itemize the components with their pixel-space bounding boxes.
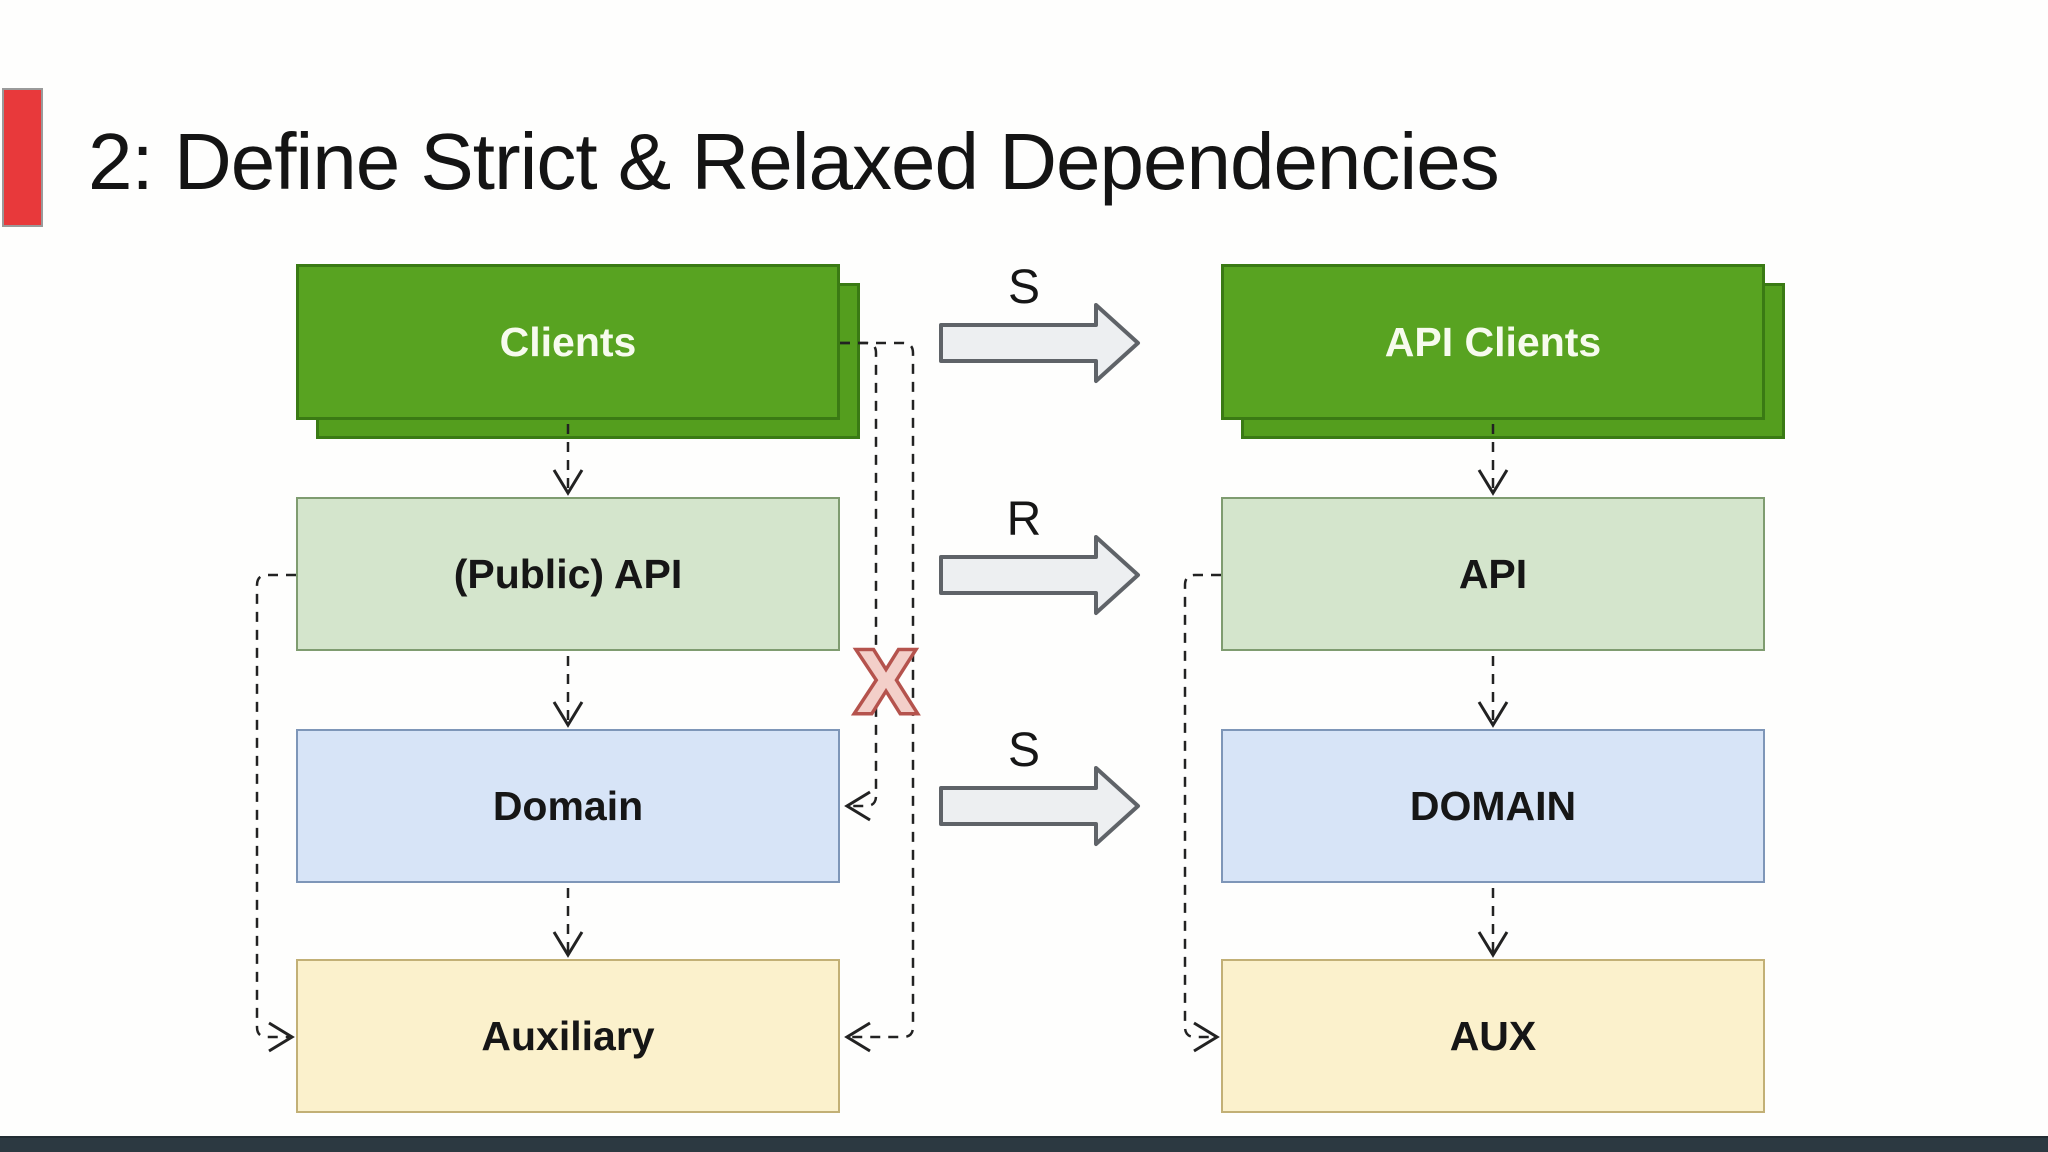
api-box: API: [1221, 497, 1765, 651]
public-api-box-label: (Public) API: [453, 550, 683, 597]
aux-box-label: AUX: [1449, 1012, 1537, 1059]
auxiliary-box-label: Auxiliary: [481, 1012, 655, 1059]
aux-box: AUX: [1221, 959, 1765, 1113]
relaxed-arrow-label-middle: R: [1007, 493, 1042, 546]
auxiliary-box: Auxiliary: [296, 959, 840, 1113]
domain-box: Domain: [296, 729, 840, 883]
domain-upper-box-label: DOMAIN: [1409, 782, 1577, 829]
domain-box-label: Domain: [492, 782, 644, 829]
api-clients-box: API Clients: [1221, 264, 1765, 420]
connector-api-to-aux-left: [1183, 573, 1221, 1053]
strict-arrow-label-top: S: [1008, 261, 1040, 314]
footer-bar: [0, 1136, 2048, 1152]
domain-upper-box: DOMAIN: [1221, 729, 1765, 883]
title-accent-bar: [2, 88, 43, 227]
strict-arrow-icon-bottom: [939, 766, 1140, 846]
api-clients-box-label: API Clients: [1384, 318, 1602, 365]
relaxed-arrow-icon-middle: [939, 535, 1140, 615]
connector-clients-to-auxiliary-right: [840, 341, 915, 1053]
clients-box: Clients: [296, 264, 840, 420]
connector-public-api-to-auxiliary-left: [255, 573, 296, 1053]
public-api-box: (Public) API: [296, 497, 840, 651]
blocked-x-icon: X: [857, 632, 916, 731]
slide-title: 2: Define Strict & Relaxed Dependencies: [88, 117, 1500, 206]
api-box-label: API: [1458, 550, 1528, 597]
strict-arrow-label-bottom: S: [1008, 724, 1040, 777]
clients-box-label: Clients: [499, 318, 637, 365]
strict-arrow-icon-top: [939, 303, 1140, 383]
